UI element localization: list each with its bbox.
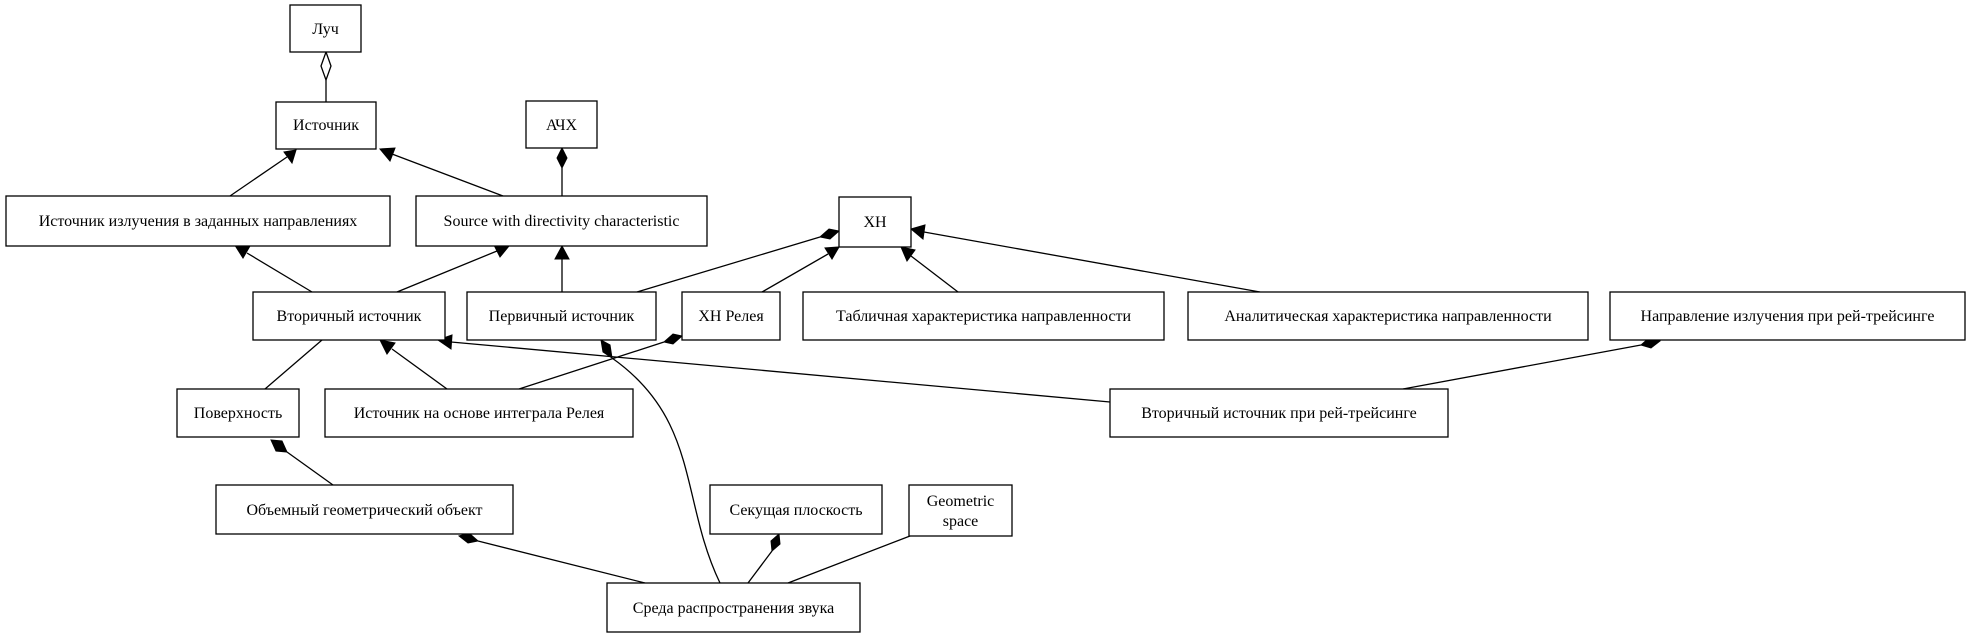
edge-analiticheskaya-xn (923, 231, 1261, 293)
node-label-line1: Geometric (927, 493, 995, 510)
edge-vtorichny-rt-napravlenie (1402, 344, 1642, 390)
node-box (252, 291, 446, 341)
node-xn-releya: ХН Релея (681, 291, 781, 341)
node-box (215, 484, 514, 535)
node-istochnik-izl: Источник излучения в заданных направлени… (5, 195, 391, 247)
arrow-head (283, 149, 297, 165)
node-box (802, 291, 1165, 341)
nodes: Луч Источник АЧХ Источник излучения в за… (5, 4, 1966, 633)
edge-vtorichny-source-dir (396, 250, 498, 293)
node-label: Секущая плоскость (729, 502, 862, 519)
edge-pervichny-xn (636, 236, 821, 293)
node-xn: ХН (838, 196, 912, 248)
node-box (908, 484, 1013, 537)
edge-source-dir-istochnik (391, 153, 504, 197)
node-label: Первичный источник (489, 308, 635, 325)
diamond-head (600, 339, 613, 360)
arrow-head (379, 339, 396, 355)
arrow-head (235, 245, 251, 259)
node-box (709, 484, 883, 535)
node-label: Объемный геометрический объект (246, 502, 482, 519)
node-box (466, 291, 657, 341)
node-label: Табличная характеристика направленности (836, 308, 1132, 325)
arrow-head (909, 224, 926, 240)
node-vtorichny-rt: Вторичный источник при рей-трейсинге (1109, 388, 1449, 438)
node-sreda: Среда распространения звука (606, 582, 861, 633)
node-obemny: Объемный геометрический объект (215, 484, 514, 535)
node-source-dir: Source with directivity characteristic (415, 195, 708, 247)
node-vtorichny: Вторичный источник (252, 291, 446, 341)
node-box (176, 388, 300, 438)
edge-xn-releya-xn (761, 253, 829, 293)
edge-sreda-obemny (477, 540, 646, 584)
arrow-head (824, 246, 840, 260)
node-geometric-space: Geometric space (908, 484, 1013, 537)
node-poverhnost: Поверхность (176, 388, 300, 438)
diamond-head (270, 439, 288, 453)
edge-istochnik-izl-istochnik (229, 156, 288, 197)
node-luch: Луч (289, 4, 362, 53)
node-box (681, 291, 781, 341)
edge-obemny-poverhnost (286, 451, 334, 486)
node-label: ХН Релея (698, 308, 764, 325)
node-box (289, 4, 362, 53)
diamond-head (662, 333, 684, 345)
node-box (606, 582, 861, 633)
node-label: Луч (312, 21, 339, 38)
node-box (275, 101, 377, 150)
edge-poverhnost-vtorichny (264, 339, 323, 390)
node-box (525, 100, 598, 149)
node-box (1187, 291, 1589, 341)
node-sekushaya: Секущая плоскость (709, 484, 883, 535)
node-label-line2: space (943, 513, 979, 530)
node-box (1609, 291, 1966, 341)
node-achh: АЧХ (525, 100, 598, 149)
node-label: Направление излучения при рей-трейсинге (1641, 308, 1935, 325)
node-napravlenie: Направление излучения при рей-трейсинге (1609, 291, 1966, 341)
node-analiticheskaya: Аналитическая характеристика направленно… (1187, 291, 1589, 341)
node-box (415, 195, 708, 247)
node-label: Источник излучения в заданных направлени… (39, 213, 358, 230)
node-box (5, 195, 391, 247)
node-box (838, 196, 912, 248)
node-integral-releya: Источник на основе интеграла Релея (324, 388, 634, 438)
node-label: Source with directivity characteristic (444, 213, 680, 230)
node-label: Источник на основе интеграла Релея (354, 405, 605, 422)
node-box (324, 388, 634, 438)
arrow-head (378, 147, 396, 162)
diamond-head (556, 146, 568, 170)
node-tablichnaya: Табличная характеристика направленности (802, 291, 1165, 341)
edge-sreda-pervichny (611, 357, 721, 584)
edge-sreda-geometric (787, 535, 911, 584)
diamond-head (770, 532, 781, 553)
edge-integral-xn-releya (518, 341, 665, 390)
edge-integral-vtorichny (391, 348, 448, 390)
node-label: АЧХ (546, 117, 578, 134)
node-label: Вторичный источник при рей-трейсинге (1141, 405, 1417, 422)
node-box (1109, 388, 1449, 438)
edge-tablichnaya-xn (910, 255, 959, 293)
edge-vtorichny-istochnik-izl (246, 252, 313, 293)
edge-sreda-sekushaya (747, 550, 773, 584)
node-label: Аналитическая характеристика направленно… (1224, 308, 1552, 325)
node-label: ХН (863, 214, 887, 231)
arrow-head (554, 244, 570, 260)
arrow-head (900, 246, 916, 263)
node-label: Поверхность (194, 405, 282, 422)
node-label: Источник (293, 117, 359, 134)
open-diamond-head (320, 50, 332, 82)
diamond-head (818, 228, 841, 240)
node-label: Среда распространения звука (633, 600, 834, 617)
node-pervichny: Первичный источник (466, 291, 657, 341)
node-label: Вторичный источник (277, 308, 422, 325)
node-istochnik: Источник (275, 101, 377, 150)
edge-vtorichny-rt-vtorichny (450, 341, 1111, 403)
